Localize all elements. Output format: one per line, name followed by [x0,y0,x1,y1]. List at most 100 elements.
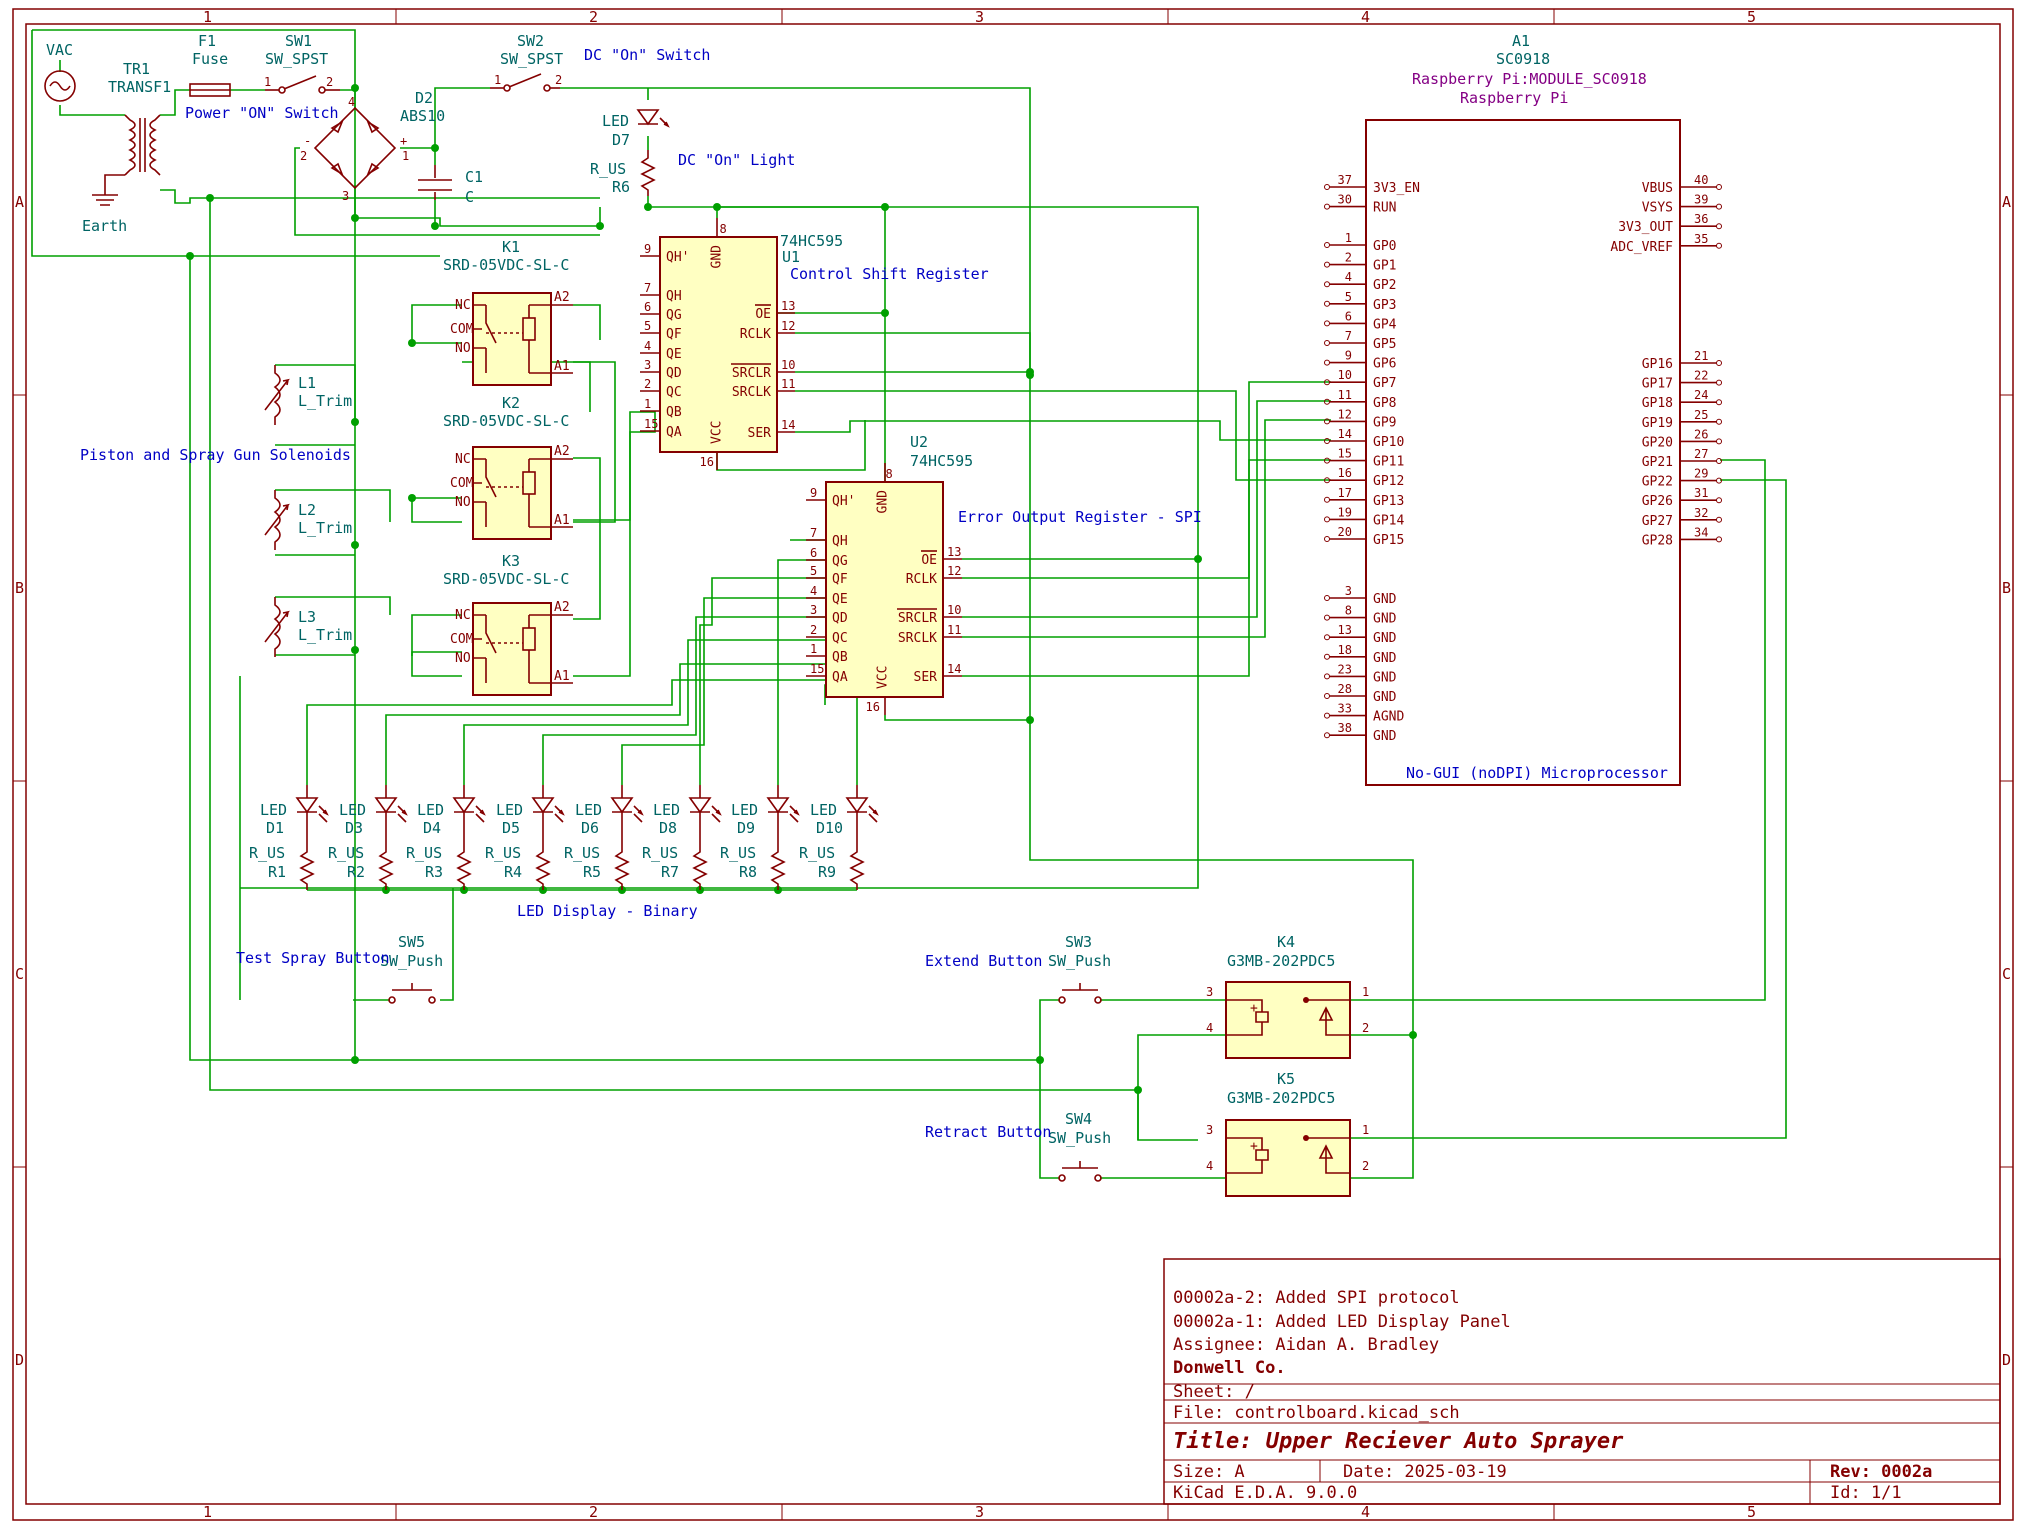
sr-pin-number: 14 [947,662,961,676]
pi-pin-number: 14 [1338,427,1352,441]
d7-ref: D7 [612,131,630,149]
r6-ref: R6 [612,178,630,196]
row-label-right-D: D [2002,1351,2011,1369]
raspberry-pi-a1: A1 SC0918 Raspberry Pi:MODULE_SC0918 Ras… [1324,32,1722,786]
shift-register-u2: U2 74HC595 9QH'7QH6QG5QF4QE3QD2QC1QB15QA… [806,433,973,715]
sr-pin-name: QH [666,289,682,304]
u2-pin-labels: 9QH'7QH6QG5QF4QE3QD2QC1QB15QA13OE12RCLK1… [810,467,961,714]
relay-pin-nc: NC [455,298,471,313]
sr-pin-name: QD [832,611,848,626]
pi-pin-number: 6 [1345,309,1352,323]
res-ref: R7 [661,863,679,881]
res-value: R_US [799,844,835,862]
pi-pin-name: ADC_VREF [1610,240,1673,255]
vac-ref: VAC [46,41,73,59]
pi-pin-number: 16 [1338,466,1352,480]
pi-pin-number: 12 [1338,407,1352,421]
sheet-frame: 1 2 3 4 5 1 2 3 4 5 A B C D A B C D [12,8,2014,1521]
note-led-display: LED Display - Binary [517,902,698,920]
solenoid-coil [264,597,290,657]
col-label-top-3: 3 [975,8,984,26]
res-value: R_US [720,844,756,862]
sw2-value: SW_SPST [500,50,563,68]
sr-pin-number: 11 [947,623,961,637]
svg-text:+: + [400,134,407,148]
tb-date: Date: 2025-03-19 [1343,1462,1507,1482]
sw4-value: SW_Push [1048,1129,1111,1147]
pi-pin-number: 19 [1338,505,1352,519]
col-label-bottom-5: 5 [1747,1503,1756,1521]
col-label-bottom-4: 4 [1361,1503,1370,1521]
pi-pin-number: 22 [1694,369,1708,383]
a1-footprint: Raspberry Pi:MODULE_SC0918 [1412,70,1647,88]
pi-pin-number: 28 [1338,682,1352,696]
sr-pin-number: 6 [644,300,651,314]
relay-pin-no: NO [455,341,471,356]
r6-value: R_US [590,160,626,178]
pi-pin-name: GP21 [1642,455,1673,470]
pi-pin-name: GP19 [1642,416,1673,431]
pi-pin-number: 2 [1345,251,1352,265]
pi-pin-number: 34 [1694,525,1708,539]
relay-pin-com: COM [450,476,474,491]
u1-right-pins [716,218,795,470]
sr-pin-number: 7 [810,526,817,540]
pushbutton-sw3: SW3 SW_Push [1048,933,1111,1004]
sr-pin-number: 8 [886,467,893,481]
led-ref: D1 [266,819,284,837]
pi-pin-name: GP17 [1642,377,1673,392]
sr-pin-name: SER [748,426,772,441]
led-value: LED [496,801,523,819]
led-value: LED [653,801,680,819]
k1-ref: K1 [502,238,520,256]
res-value: R_US [564,844,600,862]
pi-pin-number: 9 [1345,349,1352,363]
relay-pin-nc: NC [455,452,471,467]
sr-pin-name: RCLK [906,572,937,587]
pi-pin-name: GP28 [1642,533,1673,548]
sr-pin-name: SRCLR [898,611,937,626]
solenoid-coil [264,490,290,550]
c1-ref: C1 [465,168,483,186]
tb-rev-note-1: 00002a-1: Added LED Display Panel [1173,1312,1511,1332]
pi-pin-number: 29 [1694,467,1708,481]
sr-pin-number: 16 [700,455,714,469]
relay-pin-a2: A2 [554,290,570,305]
sr-pin-name: RCLK [740,327,771,342]
pi-pin-number: 8 [1345,604,1352,618]
ssr-pin-3: 3 [1206,985,1213,999]
led-d7: LED D7 [602,109,670,149]
l1-ref: L1 [298,374,316,392]
ssr-pin-3: 3 [1206,1123,1213,1137]
tb-size: Size: A [1173,1462,1245,1482]
col-label-bottom-3: 3 [975,1503,984,1521]
f1-value: Fuse [192,50,228,68]
tr1-value: TRANSF1 [108,78,171,96]
sw1-value: SW_SPST [265,50,328,68]
sr-pin-number: 10 [781,358,795,372]
svg-text:1: 1 [402,149,409,163]
sr-pin-name: SRCLR [732,366,771,381]
a1-ref: A1 [1512,32,1530,50]
pi-pin-number: 31 [1694,486,1708,500]
pi-pin-number: 39 [1694,193,1708,207]
res-ref: R4 [504,863,522,881]
ssr-pin-4: 4 [1206,1159,1213,1173]
sr-pin-name: GND [876,490,891,514]
k3-ref: K3 [502,552,520,570]
sr-pin-number: 5 [810,564,817,578]
pi-pin-number: 25 [1694,408,1708,422]
sw5-value: SW_Push [380,952,443,970]
pi-pin-name: VSYS [1642,201,1673,216]
note-dc-light: DC "On" Light [678,151,795,169]
row-label-left-C: C [15,965,24,983]
pi-pin-name: GP2 [1373,278,1396,293]
tb-id: Id: 1/1 [1830,1483,1902,1503]
